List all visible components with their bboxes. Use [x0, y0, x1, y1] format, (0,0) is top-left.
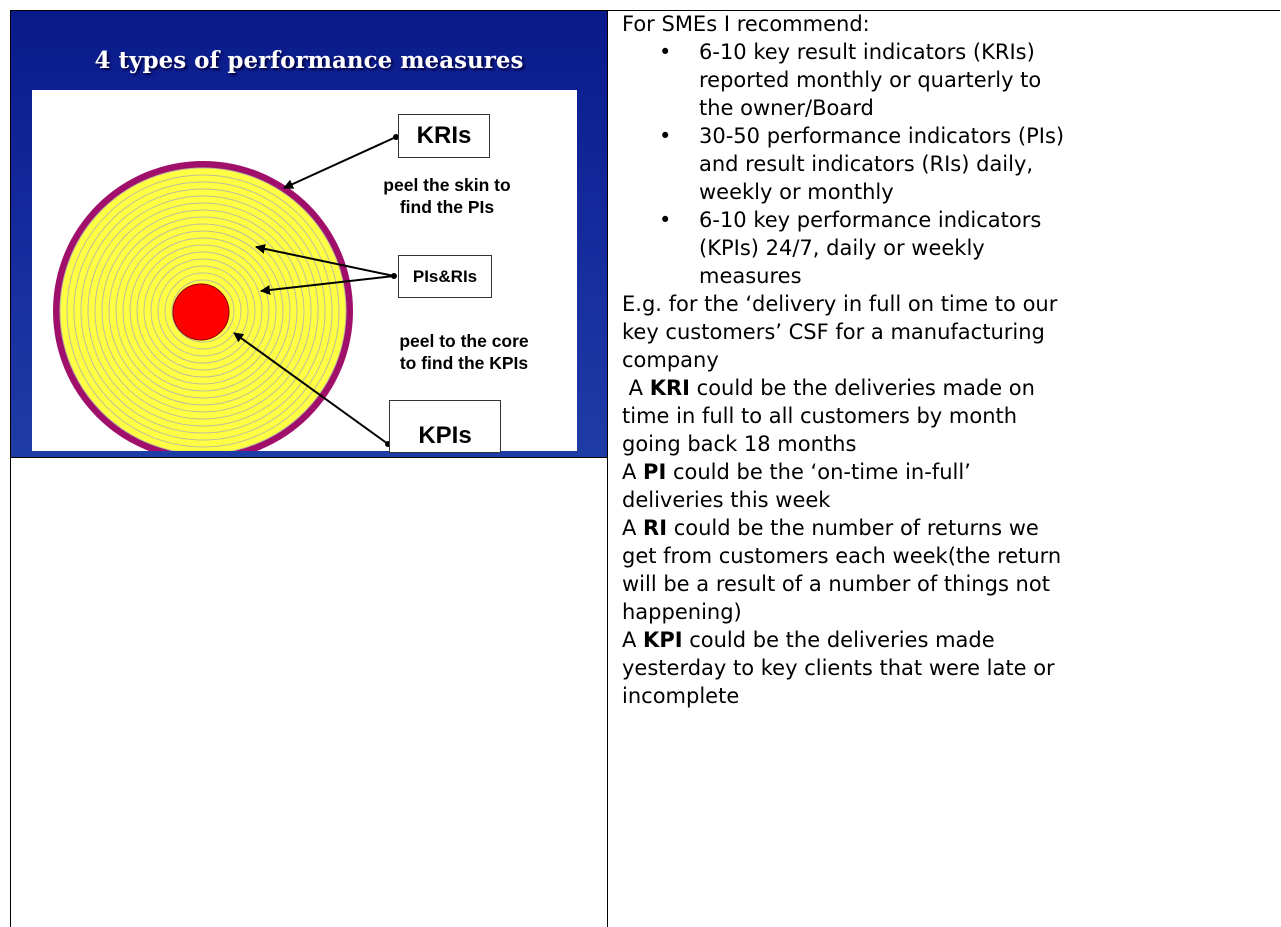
list-item: • 6-10 key performance indicators (KPIs)…: [659, 206, 1278, 290]
kri-text: could be the deliveries made on: [689, 376, 1035, 400]
ri-term: RI: [643, 516, 668, 540]
core-caption-line1: peel to the core: [399, 331, 529, 351]
slide-title: 4 types of performance measures: [94, 47, 524, 74]
ri-line: A RI could be the number of returns we: [622, 514, 1278, 542]
ri-text: could be the number of returns we: [667, 516, 1039, 540]
kpi-line: yesterday to key clients that were late …: [622, 656, 1055, 680]
example-line: company: [622, 348, 719, 372]
pi-line: A PI could be the ‘on-time in-full’: [622, 458, 1278, 486]
list-item: • 6-10 key result indicators (KRIs) repo…: [659, 38, 1278, 122]
list-item-line: reported monthly or quarterly to: [699, 68, 1042, 92]
list-item-line: 6-10 key performance indicators: [699, 208, 1042, 232]
kri-term: KRI: [649, 376, 690, 400]
recommendation-list: • 6-10 key result indicators (KRIs) repo…: [622, 38, 1278, 290]
pis-arrow-upper: [255, 243, 395, 277]
example-line: key customers’ CSF for a manufacturing: [622, 320, 1045, 344]
recommendation-text: For SMEs I recommend: • 6-10 key result …: [622, 10, 1278, 710]
list-item-line: the owner/Board: [699, 96, 874, 120]
pi-line: deliveries this week: [622, 488, 831, 512]
pis-arrow-lower: [260, 275, 395, 295]
skin-caption-line2: find the PIs: [399, 197, 495, 217]
core-caption: peel to the core to find the KPIs: [354, 330, 574, 374]
kpi-line: A KPI could be the deliveries made: [622, 626, 1278, 654]
onion-layers: [66, 174, 340, 448]
bullet-icon: •: [659, 124, 672, 148]
core-caption-line2: to find the KPIs: [399, 353, 529, 373]
onion-diagram: KRIs peel the skin to find the PIs PIs&R…: [32, 90, 577, 453]
example-line: E.g. for the ‘delivery in full on time t…: [622, 292, 1058, 316]
kri-line: A KRI could be the deliveries made on: [622, 374, 1278, 402]
onion-svg: [53, 134, 399, 451]
list-item-line: measures: [699, 264, 802, 288]
kpi-line: incomplete: [622, 684, 740, 708]
kpi-text: could be the deliveries made: [682, 628, 995, 652]
pi-term: PI: [643, 460, 667, 484]
pis-arrow-dot: [391, 273, 397, 279]
kris-arrow-dot: [393, 134, 399, 140]
example-paragraph: E.g. for the ‘delivery in full on time t…: [622, 290, 1278, 374]
skin-caption: peel the skin to find the PIs: [342, 174, 552, 218]
list-item-line: 6-10 key result indicators (KRIs): [699, 40, 1035, 64]
list-item: • 30-50 performance indicators (PIs) and…: [659, 122, 1278, 206]
skin-caption-line1: peel the skin to: [383, 175, 511, 195]
list-item-line: weekly or monthly: [699, 180, 894, 204]
pi-paragraph: A PI could be the ‘on-time in-full’ deli…: [622, 458, 1278, 514]
slide-image: 4 types of performance measures: [11, 11, 607, 457]
kpi-prefix: A: [622, 628, 644, 652]
ri-prefix: A: [622, 516, 644, 540]
document-table: [10, 10, 1280, 927]
ri-line: get from customers each week(the return: [622, 544, 1062, 568]
bullet-icon: •: [659, 208, 672, 232]
column-divider: [607, 10, 608, 927]
pi-text: could be the ‘on-time in-full’: [666, 460, 971, 484]
core-circle: [172, 283, 230, 341]
kris-label: KRIs: [398, 114, 490, 158]
list-item-line: and result indicators (RIs) daily,: [699, 152, 1034, 176]
list-item-line: 30-50 performance indicators (PIs): [699, 124, 1065, 148]
list-item-line: (KPIs) 24/7, daily or weekly: [699, 236, 985, 260]
pi-prefix: A: [622, 460, 644, 484]
ri-paragraph: A RI could be the number of returns we g…: [622, 514, 1278, 626]
ri-line: happening): [622, 600, 742, 624]
bullet-icon: •: [659, 40, 672, 64]
row-divider: [10, 457, 607, 458]
kpi-paragraph: A KPI could be the deliveries made yeste…: [622, 626, 1278, 710]
intro-text: For SMEs I recommend:: [622, 12, 870, 36]
kpi-term: KPI: [643, 628, 683, 652]
kris-arrow: [283, 136, 397, 189]
kri-paragraph: A KRI could be the deliveries made on ti…: [622, 374, 1278, 458]
kri-prefix: A: [622, 376, 650, 400]
ri-line: will be a result of a number of things n…: [622, 572, 1050, 596]
kpis-label: KPIs: [389, 400, 501, 453]
kpis-arrow: [233, 332, 389, 445]
kri-line: time in full to all customers by month: [622, 404, 1018, 428]
kri-line: going back 18 months: [622, 432, 857, 456]
pis-ris-label: PIs&RIs: [398, 255, 492, 298]
